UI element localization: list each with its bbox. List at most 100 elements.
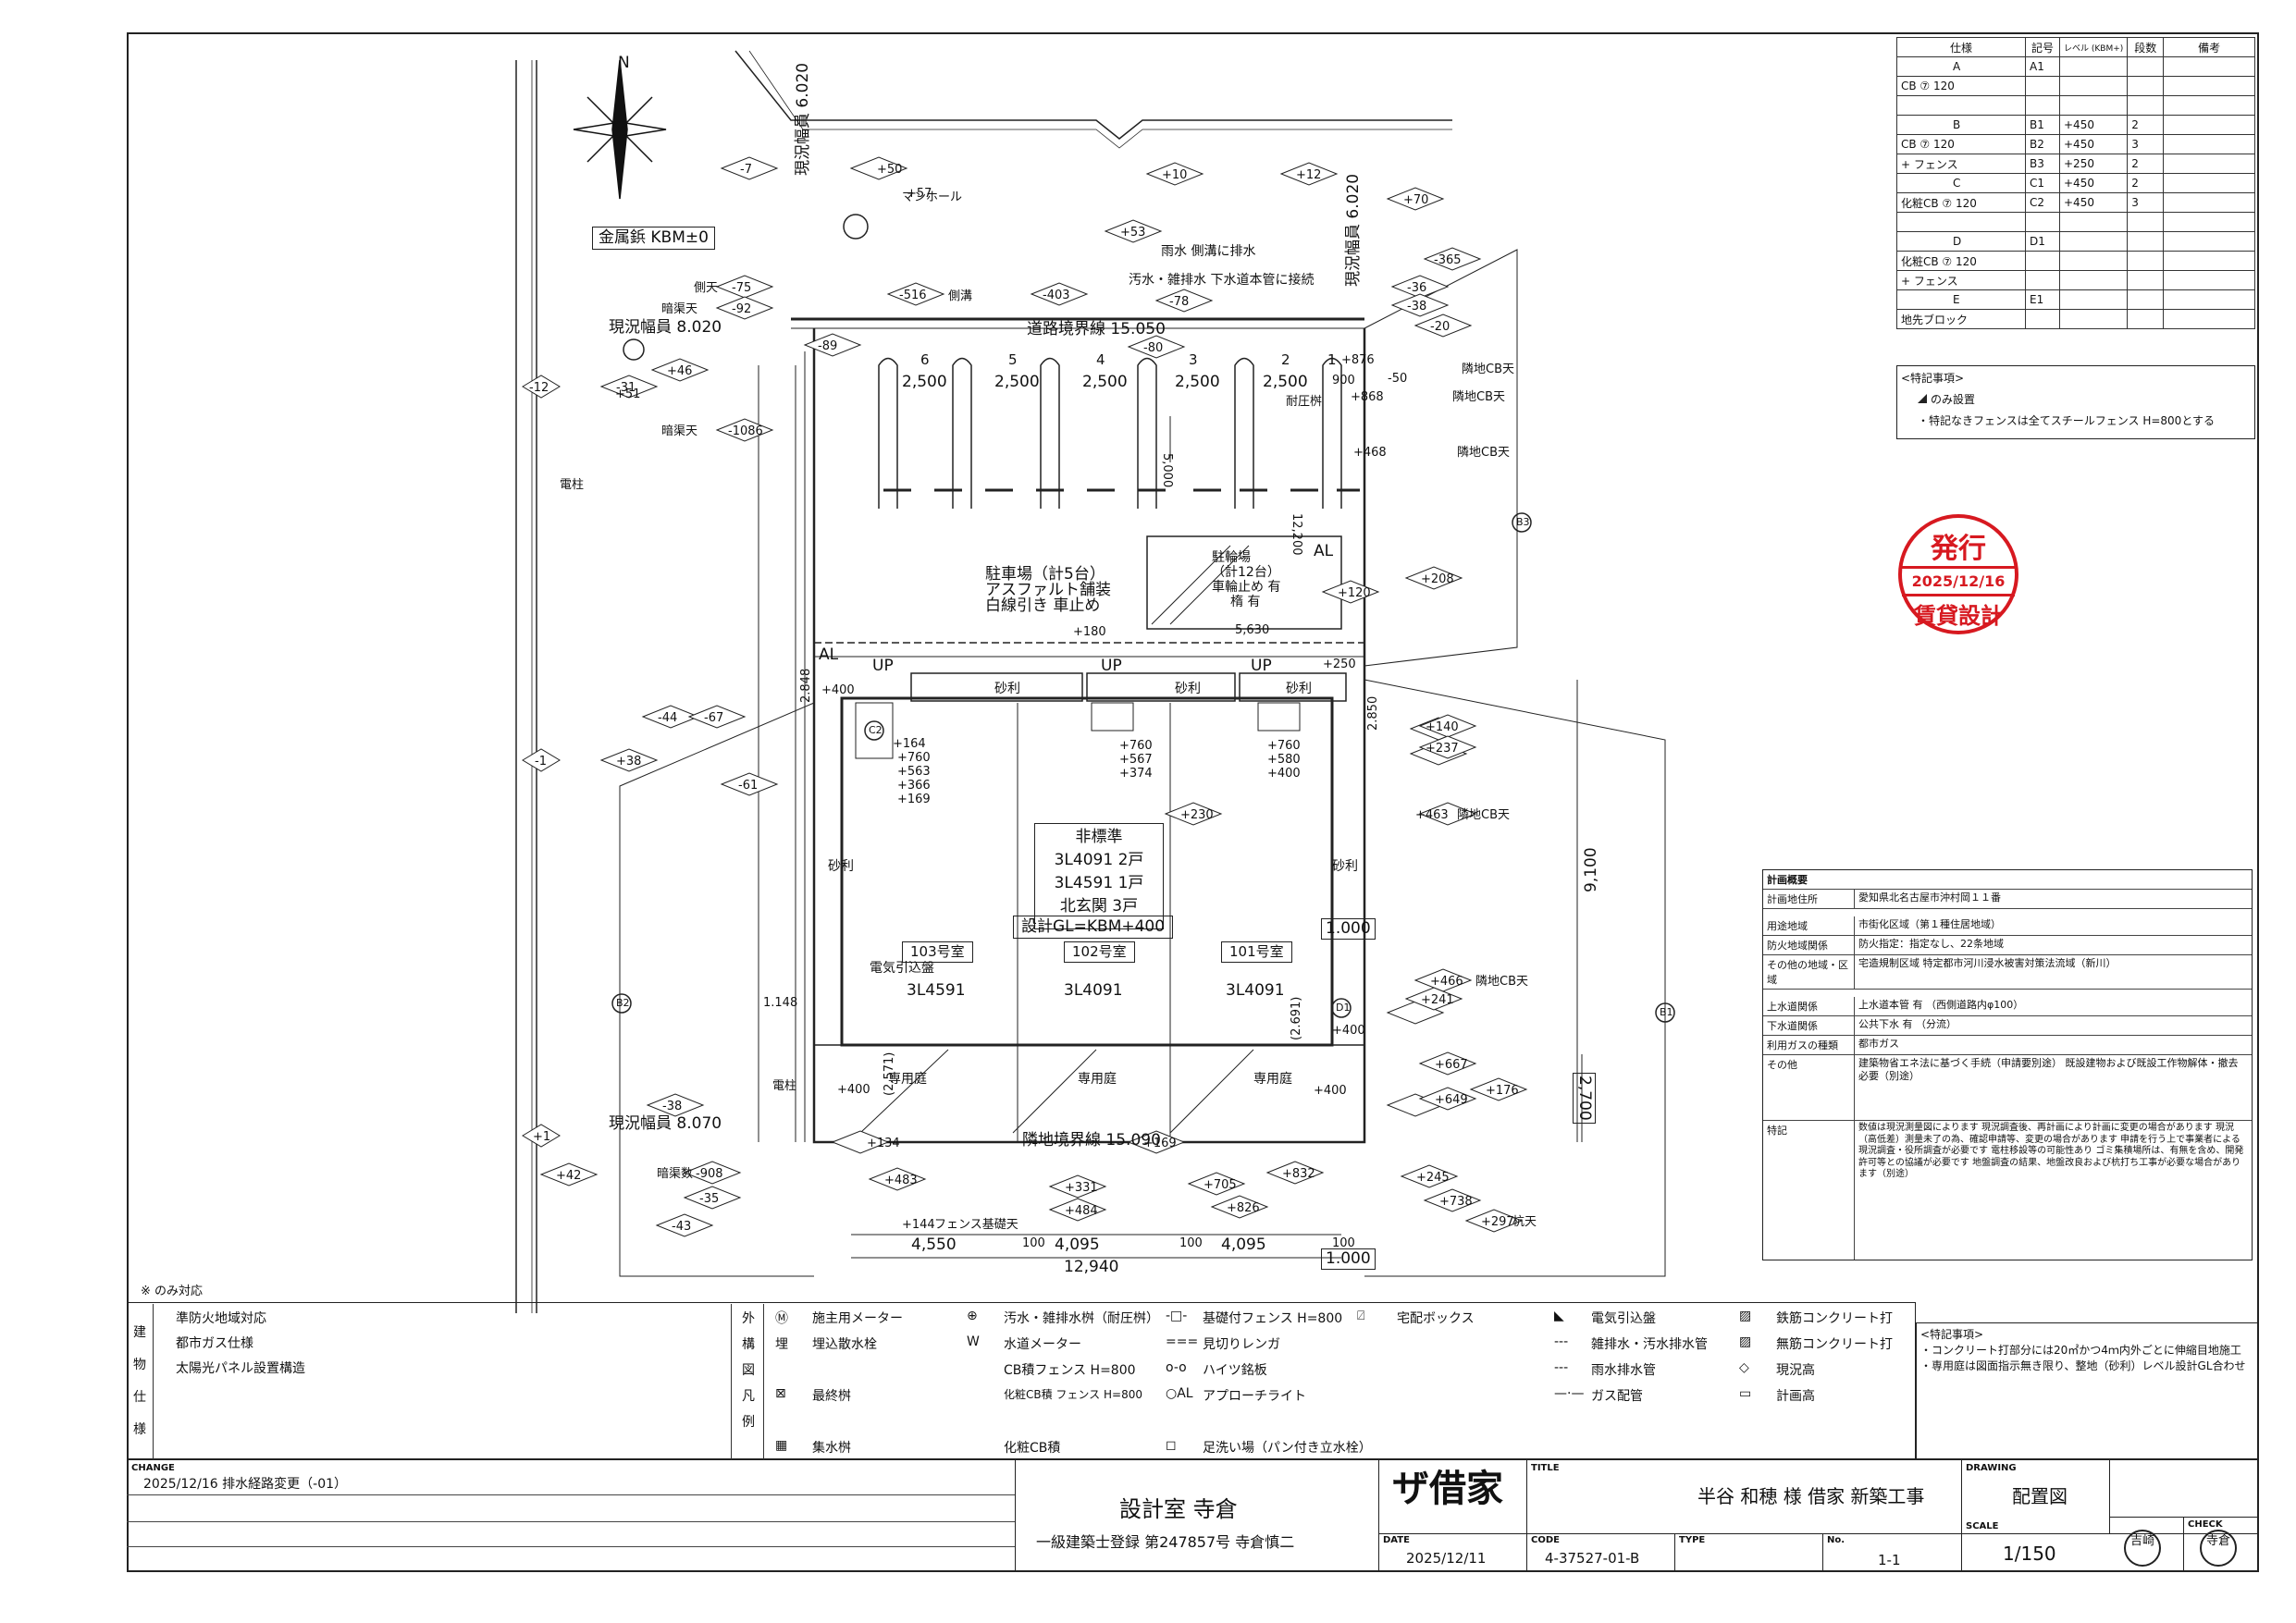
legend-elec: 電気引込盤 (1591, 1311, 1656, 1326)
code-value: 4-37527-01-B (1545, 1550, 1640, 1567)
level-p50: +50 (877, 163, 903, 177)
parking-bay-3 (1137, 357, 1157, 509)
special-note-2: ・専用庭は図面指示無き限り、整地（砂利）レベル設計GL合わせ (1920, 1359, 2246, 1372)
level-p667: +667 (1435, 1058, 1468, 1072)
building-type-3: 3L4591 1戸 (1054, 874, 1144, 892)
dim-12200: 12,200 (1290, 513, 1303, 556)
title-label: TITLE (1531, 1463, 1560, 1473)
level-p70: +70 (1403, 193, 1429, 207)
level-p237: +237 (1426, 742, 1459, 756)
spec-header-level: レベル (KBM+) (2058, 37, 2129, 57)
drawing-label: DRAWING (1966, 1463, 2017, 1473)
level-p169-b: +169 (1143, 1137, 1177, 1150)
legend-sym-water-meter-icon: W (967, 1334, 980, 1349)
level-m20: -20 (1430, 320, 1450, 334)
company-logo: ザ借家 (1392, 1467, 1503, 1510)
up-label-2: UP (1101, 657, 1122, 675)
bicycle-parking (1146, 535, 1342, 630)
manhole-icon (843, 214, 869, 240)
plan-key-water: 上水道関係 (1763, 997, 1855, 1015)
drawing-name: 配置図 (2012, 1485, 2068, 1507)
type-label: TYPE (1679, 1535, 1706, 1545)
spec-level-b2: +450 (2058, 134, 2129, 154)
unit-type-103: 3L4591 (907, 981, 966, 1000)
parking-note-3: 白線引き 車止め (985, 596, 1101, 615)
level-m38: -38 (1407, 300, 1427, 314)
porch-102 (1086, 672, 1236, 702)
plan-val-gas: 都市ガス (1858, 1038, 1899, 1050)
office-registration: 一級建築士登録 第247857号 寺倉慎二 (1036, 1533, 1295, 1551)
dim-1000-b: 1.000 (1321, 1248, 1376, 1270)
design-gl-label: 設計GL=KBM+400 (1013, 916, 1174, 939)
porch-103 (910, 672, 1083, 702)
date-value: 2025/12/11 (1406, 1550, 1487, 1567)
parking-num-3: 3 (1189, 351, 1198, 368)
level-p400-d: +400 (1332, 1024, 1365, 1038)
parking-bay-6 (878, 357, 898, 509)
spec-group-b: B (1896, 115, 2026, 135)
dim-1000-a: 1.000 (1321, 918, 1376, 940)
plan-key-fire: 防火地域関係 (1763, 936, 1855, 954)
level-p705: +705 (1204, 1178, 1237, 1192)
parking-bay-5 (952, 357, 972, 509)
spec-group-d: D (1896, 231, 2026, 252)
parking-width-3: 2,500 (1082, 373, 1128, 391)
level-p563: +563 (897, 765, 931, 779)
sym-c2-label: C2 (869, 724, 883, 736)
check-stamp-1: 吉崎 (2124, 1530, 2161, 1567)
gravel-porch-1: 砂利 (994, 682, 1020, 696)
room-101: 101号室 (1221, 941, 1292, 963)
level-m516: -516 (899, 289, 927, 302)
legend-sym-plain-concrete-icon: ▨ (1739, 1334, 1752, 1349)
sym-b3-icon (1512, 512, 1532, 533)
dim-2850: 2.850 (1366, 695, 1380, 731)
stamp-top: 発行 (1931, 533, 1986, 565)
unit-type-102: 3L4091 (1064, 981, 1123, 1000)
plan-key-other-area: その他の地域・区域 (1763, 955, 1855, 989)
sym-b2-label: B2 (616, 997, 630, 1009)
unit-type-101: 3L4091 (1226, 981, 1285, 1000)
legend-footwash: 足洗い場（パン付き立水栓） (1203, 1441, 1372, 1456)
legend-deco-cb: 化粧CB積 (1004, 1441, 1061, 1456)
building-spec-label-2: 物 (133, 1358, 146, 1372)
legend-planned: 計画高 (1776, 1389, 1815, 1404)
level-p738: +738 (1439, 1195, 1473, 1209)
spec-dan-c2: 3 (2127, 192, 2165, 213)
sym-c2-icon (864, 720, 884, 741)
spec-desc-b-2: + フェンス (1896, 154, 2026, 174)
pressure-basin-label: 耐圧桝 (1286, 395, 1323, 409)
culvert-count-label: 暗渠数 (657, 1167, 694, 1181)
legend-sym-delivery-icon: ⍁ (1357, 1309, 1365, 1323)
spec-dan-b3: 2 (2127, 154, 2165, 174)
parking-bay-2 (1234, 357, 1254, 509)
building-type-2: 3L4091 2戸 (1054, 851, 1144, 869)
no-value: 1-1 (1878, 1552, 1901, 1568)
building-type-box: 非標準 3L4091 2戸 3L4591 1戸 北玄関 3戸 (1034, 823, 1164, 929)
level-m50: -50 (1388, 372, 1408, 386)
spec-sym-a1: A1 (2025, 56, 2060, 77)
level-p140: +140 (1426, 720, 1459, 734)
level-m61: -61 (738, 779, 759, 793)
bicycle-note-1: 駐輪場 (1212, 550, 1251, 565)
parking-bay-1 (1322, 357, 1342, 509)
dim-2848: 2.848 (799, 668, 813, 703)
plan-val-other-area: 宅造規制区域 特定都市河川浸水被害対策法流域（新川） (1858, 957, 2117, 969)
site-boundary (812, 328, 1366, 1144)
level-m75: -75 (732, 281, 752, 295)
sym-b2-icon (611, 993, 632, 1014)
spec-header-sym: 記号 (2025, 37, 2060, 57)
plan-val-address: 愛知県北名古屋市沖村岡１１番 (1858, 891, 2001, 904)
al-label-west: AL (819, 646, 839, 664)
plan-title: 計画概要 (1767, 874, 1808, 886)
level-m1086: -1086 (728, 424, 763, 438)
meter-box-label: 電気引込盤 (870, 961, 934, 976)
neighbor-boundary-label: 隣地境界線 15.090 (1022, 1131, 1161, 1150)
stamp-date: 2025/12/16 (1902, 566, 2015, 596)
dim-1148: 1.148 (763, 996, 798, 1010)
level-p144: +144 (902, 1218, 935, 1232)
title-block (127, 1459, 2259, 1572)
level-p374: +374 (1119, 767, 1153, 781)
triangle-icon (1918, 394, 1927, 403)
parking-bay-4 (1040, 357, 1060, 509)
